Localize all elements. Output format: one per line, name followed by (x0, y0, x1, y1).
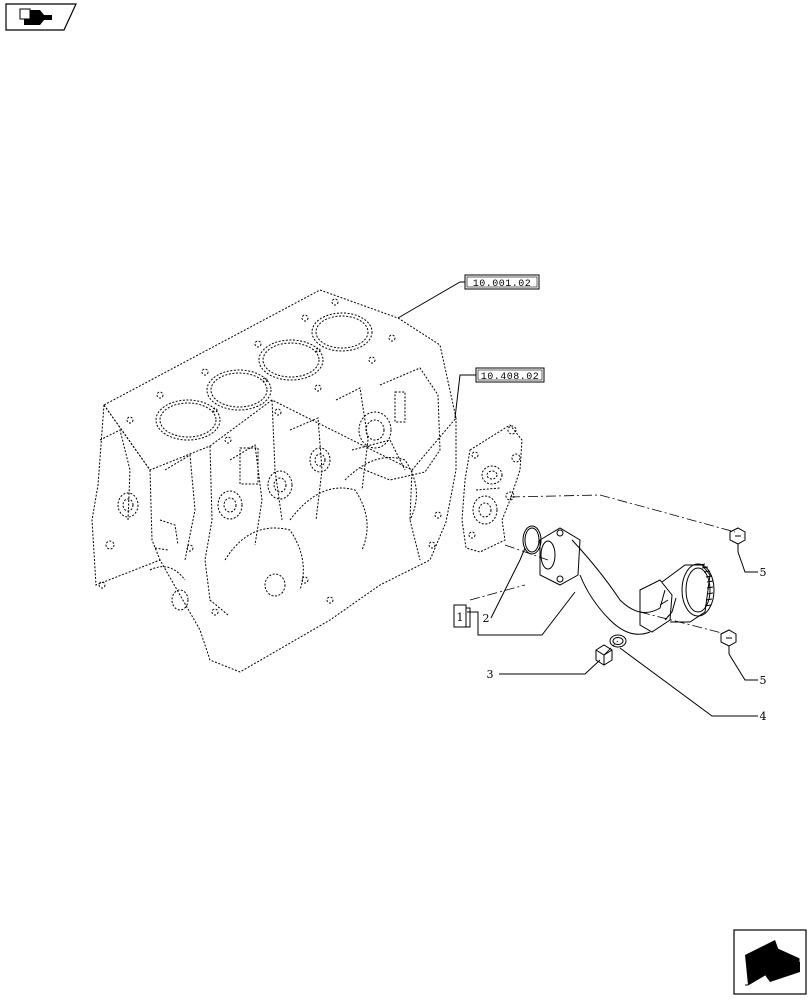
leader-lines (397, 281, 758, 717)
callout-3: 3 (487, 668, 494, 681)
callout-2: 2 (483, 612, 490, 625)
kit-box-label: 1 (457, 611, 464, 624)
alignment-lines (469, 494, 736, 656)
ref-box-pump[interactable]: 10.408.02 (475, 367, 545, 383)
bolt-5-lower (720, 629, 737, 654)
engine-block (91, 289, 457, 673)
coolant-pipe (539, 527, 715, 635)
ref-box-block[interactable]: 10.001.02 (464, 274, 540, 290)
ref-pump-label: 10.408.02 (481, 372, 540, 383)
callout-5-lower: 5 (760, 674, 767, 687)
next-page-arrow-icon[interactable] (733, 929, 807, 995)
kit-box: 1 (453, 604, 471, 628)
o-ring-2 (522, 525, 542, 555)
bolt-5-upper (729, 527, 746, 552)
callout-4: 4 (760, 710, 767, 723)
callout-5-upper: 5 (760, 566, 767, 579)
water-pump-cover (461, 424, 523, 553)
sealing-washer-4 (609, 634, 627, 648)
book-page-icon[interactable] (5, 3, 77, 31)
ref-block-label: 10.001.02 (473, 279, 532, 290)
